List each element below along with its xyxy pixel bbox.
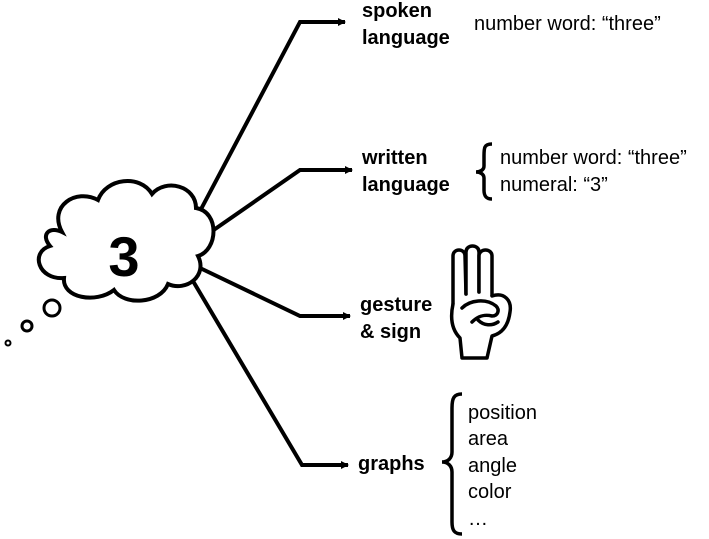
written-label-line1: written: [361, 147, 428, 169]
arrow-gesture: [199, 266, 351, 320]
thought-trail-dot-large: [42, 298, 62, 318]
center-number: 3: [108, 225, 139, 288]
gesture-label-line2: & sign: [360, 321, 421, 343]
spoken-detail: number word: “three”: [474, 13, 661, 35]
graphs-item-position: position: [468, 402, 537, 424]
thought-cloud: [36, 179, 216, 303]
arrow-written: [203, 166, 353, 238]
written-detail-numeral: numeral: “3”: [500, 174, 608, 196]
gesture-label-line1: gesture: [360, 294, 432, 316]
arrow-graphs: [188, 274, 349, 469]
graphs-item-color: color: [468, 481, 512, 503]
graphs-label: graphs: [358, 453, 425, 475]
thought-trail-dot-small: [4, 339, 12, 347]
graphs-item-angle: angle: [468, 455, 517, 477]
written-brace: [475, 142, 493, 201]
thought-trail-dot-medium: [20, 319, 34, 333]
written-detail-word: number word: “three”: [500, 147, 687, 169]
graphs-item-area: area: [468, 428, 509, 450]
arrow-spoken: [188, 18, 346, 231]
graphs-item-ellipsis: …: [468, 508, 488, 530]
graphs-brace: [441, 392, 463, 536]
spoken-label-line2: language: [362, 27, 450, 49]
spoken-label-line1: spoken: [362, 0, 432, 22]
branch-arrows: [188, 18, 353, 469]
written-label-line2: language: [362, 174, 450, 196]
three-fingers-hand-icon: [449, 244, 513, 360]
